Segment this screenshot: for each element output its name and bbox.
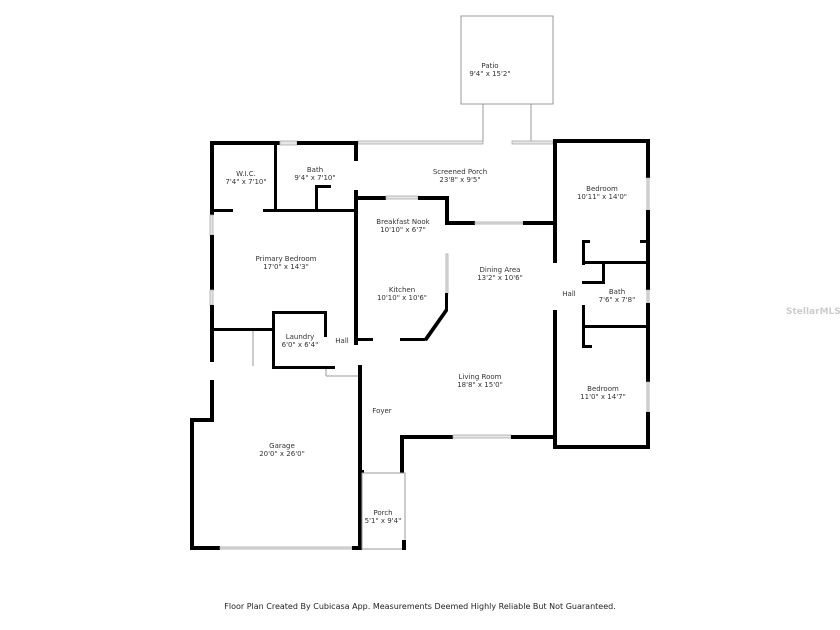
porch-name: Porch — [373, 509, 392, 517]
kitchen-dims: 10'10" x 10'6" — [377, 294, 427, 302]
laundry-dims: 6'0" x 6'4" — [282, 341, 319, 349]
patio-dims: 9'4" x 15'2" — [469, 70, 510, 78]
breakfast-nook-name: Breakfast Nook — [376, 218, 430, 226]
laundry-name: Laundry — [286, 333, 315, 341]
bedroom-2-dims: 11'0" x 14'7" — [580, 393, 626, 401]
bath-2-name: Bath — [609, 288, 625, 296]
bath-2-dims: 7'6" x 7'8" — [599, 296, 636, 304]
hall-right-name: Hall — [562, 290, 575, 298]
porch-dims: 5'1" x 9'4" — [365, 517, 402, 525]
bedroom-2-name: Bedroom — [587, 385, 619, 393]
living-room-dims: 18'8" x 15'0" — [457, 381, 503, 389]
foyer-name: Foyer — [372, 407, 392, 415]
garage-dims: 20'0" x 26'0" — [259, 450, 305, 458]
bedroom-1-dims: 10'11" x 14'0" — [577, 193, 627, 201]
primary-bath-name: Bath — [307, 166, 323, 174]
patio-outline — [460, 15, 554, 142]
kitchen-name: Kitchen — [389, 286, 415, 294]
dining-area-dims: 13'2" x 10'6" — [477, 274, 523, 282]
living-room-name: Living Room — [459, 373, 502, 381]
patio-name: Patio — [481, 62, 498, 70]
breakfast-nook-dims: 10'10" x 6'7" — [380, 226, 426, 234]
room-labels: Patio 9'4" x 15'2" W.I.C. 7'4" x 7'10" B… — [225, 62, 635, 525]
walls — [190, 139, 650, 550]
dining-area-name: Dining Area — [480, 266, 521, 274]
primary-bedroom-dims: 17'0" x 14'3" — [263, 263, 309, 271]
bedroom-1-name: Bedroom — [586, 185, 618, 193]
wic-name: W.I.C. — [236, 170, 256, 178]
wic-dims: 7'4" x 7'10" — [225, 178, 266, 186]
screened-porch-name: Screened Porch — [433, 168, 487, 176]
primary-bedroom-name: Primary Bedroom — [256, 255, 317, 263]
garage-name: Garage — [269, 442, 295, 450]
watermark: StellarMLS — [786, 307, 840, 317]
screened-porch-dims: 23'8" x 9'5" — [439, 176, 480, 184]
primary-bath-dims: 9'4" x 7'10" — [294, 174, 335, 182]
footer-disclaimer: Floor Plan Created By Cubicasa App. Meas… — [224, 602, 616, 611]
hall-left-name: Hall — [335, 337, 348, 345]
